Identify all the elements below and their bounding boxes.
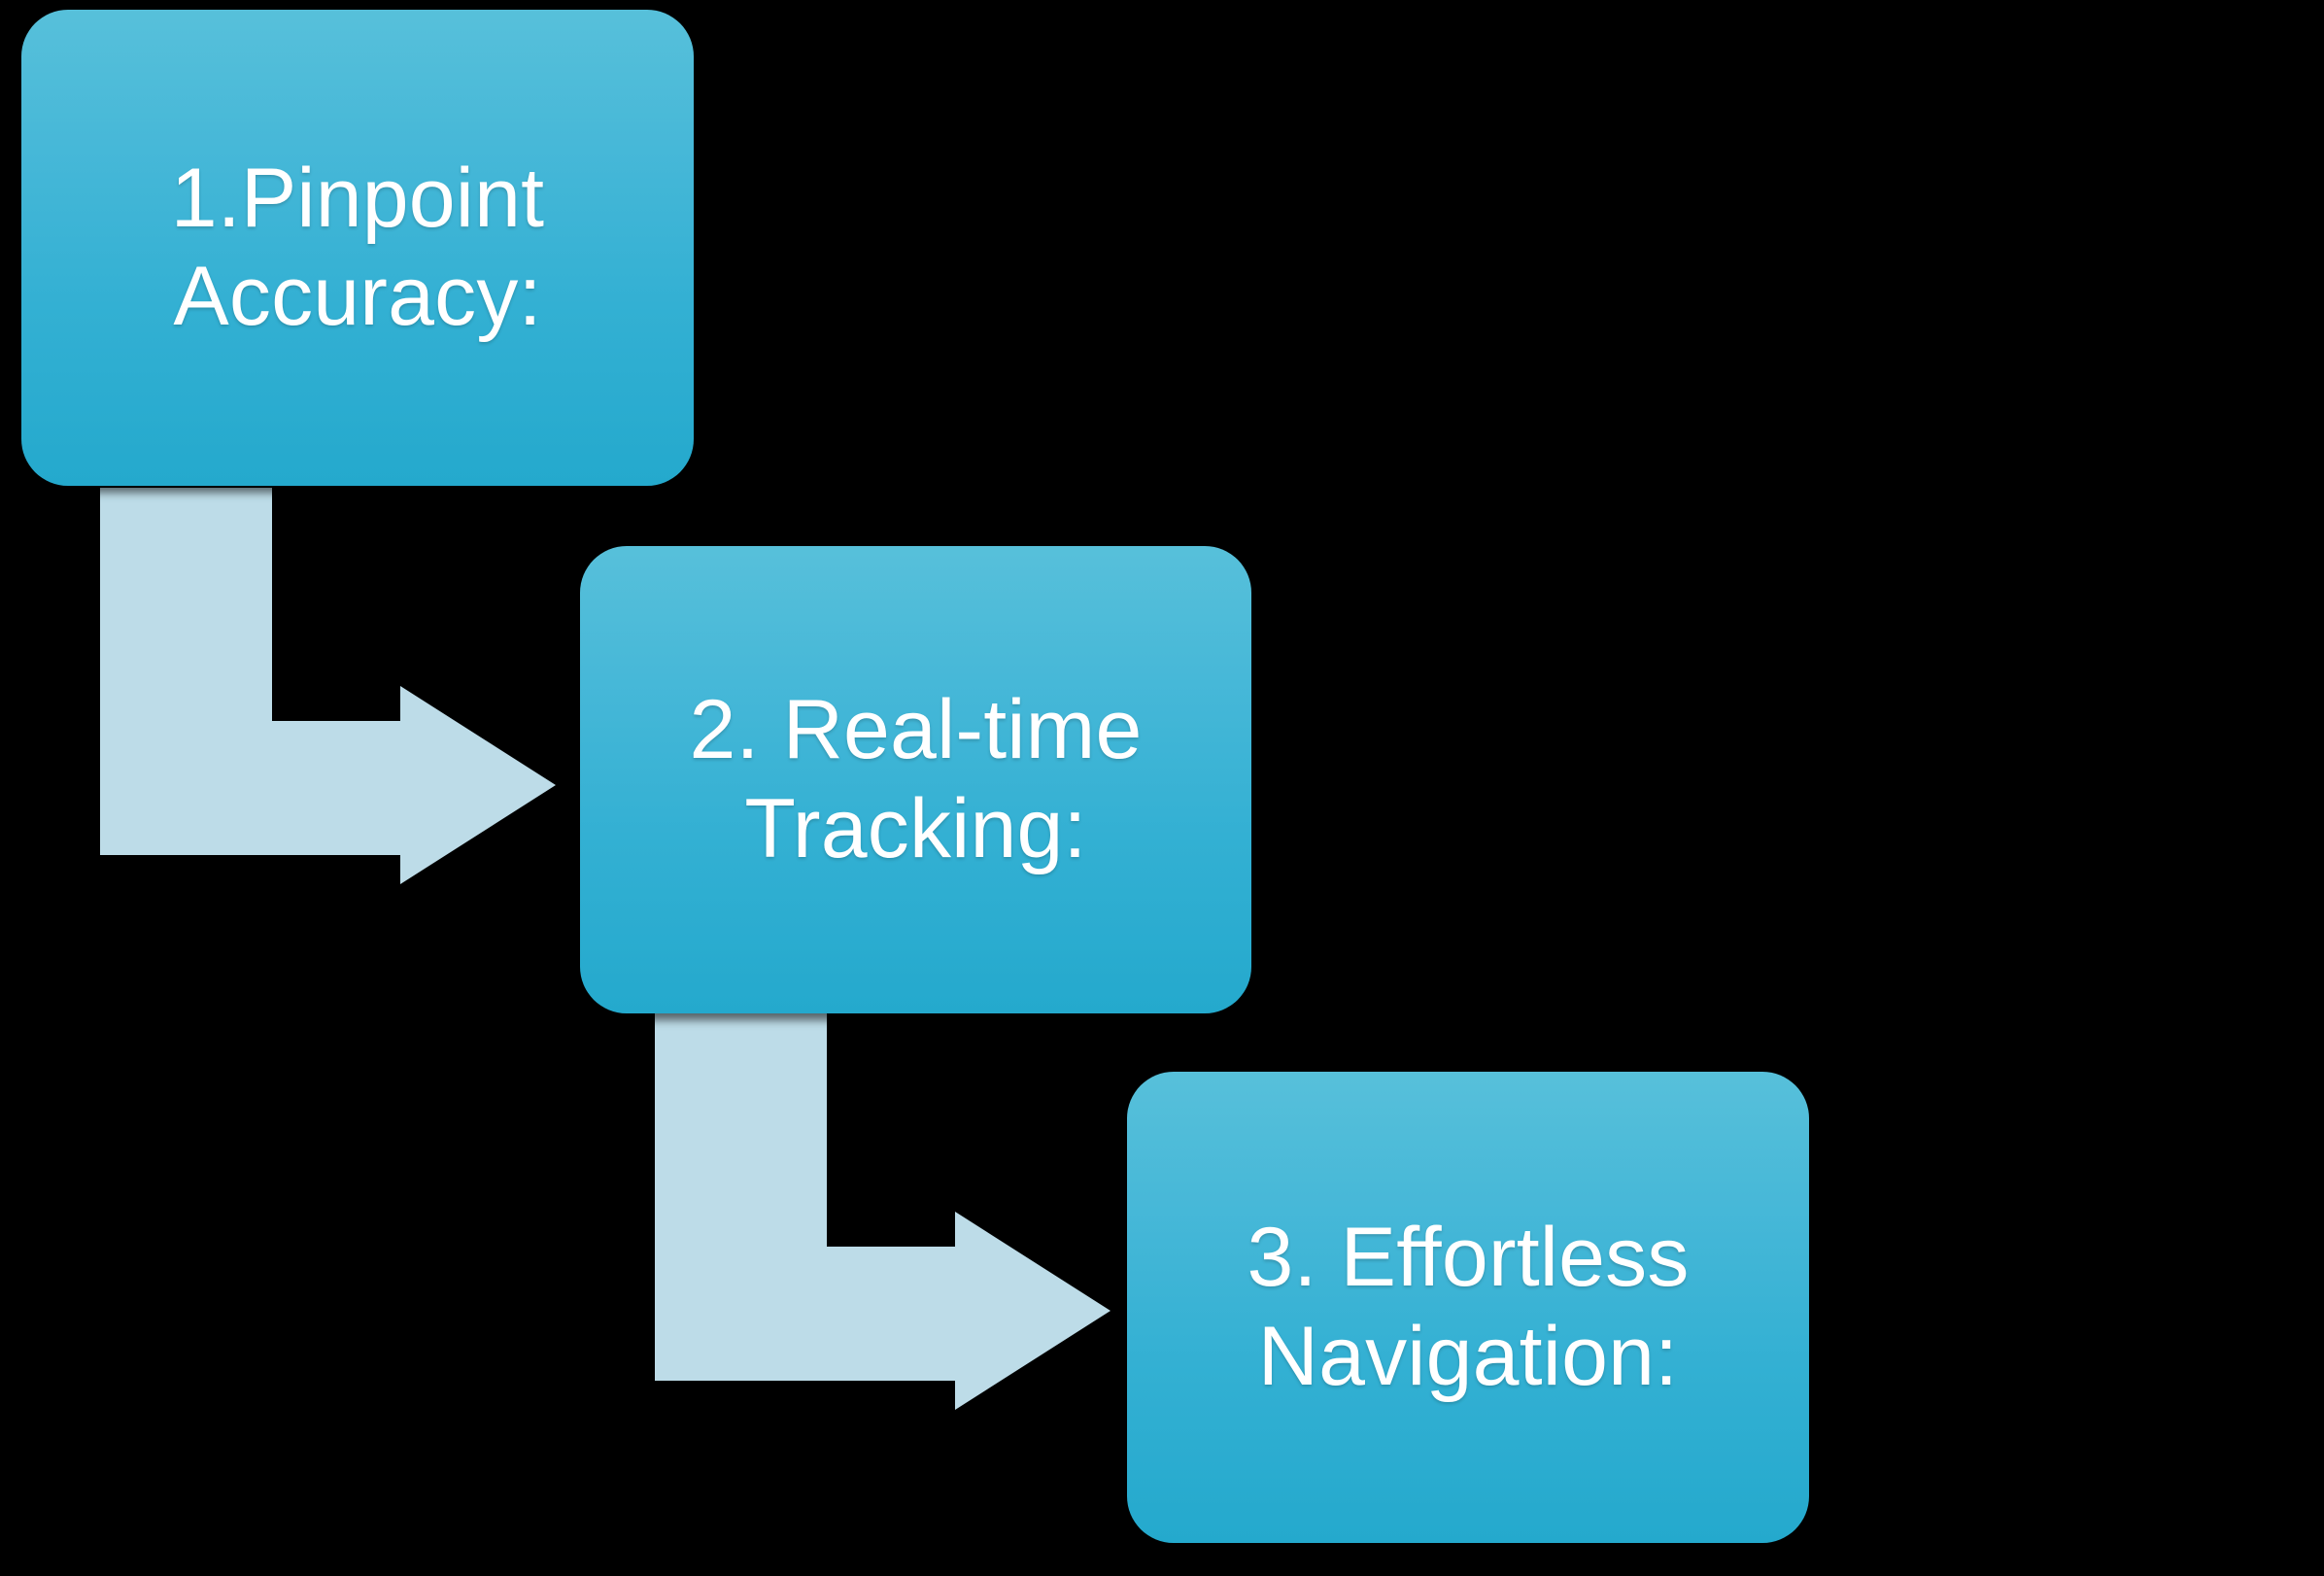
- process-step-2-box[interactable]: 2. Real-time Tracking:: [580, 546, 1251, 1013]
- process-step-3-box[interactable]: 3. Effortless Navigation:: [1127, 1072, 1809, 1543]
- process-step-2-label: 2. Real-time Tracking:: [689, 683, 1143, 875]
- connector-arrow-step1-to-step2: [100, 488, 556, 884]
- process-step-1-box[interactable]: 1.Pinpoint Accuracy:: [21, 10, 694, 486]
- process-step-1-label: 1.Pinpoint Accuracy:: [170, 151, 545, 343]
- elbow-arrow-shape-1: [100, 488, 556, 884]
- connector-arrow-step2-to-step3: [655, 1013, 1111, 1410]
- elbow-arrow-shape-2: [655, 1013, 1111, 1410]
- process-step-3-label: 3. Effortless Navigation:: [1247, 1211, 1690, 1403]
